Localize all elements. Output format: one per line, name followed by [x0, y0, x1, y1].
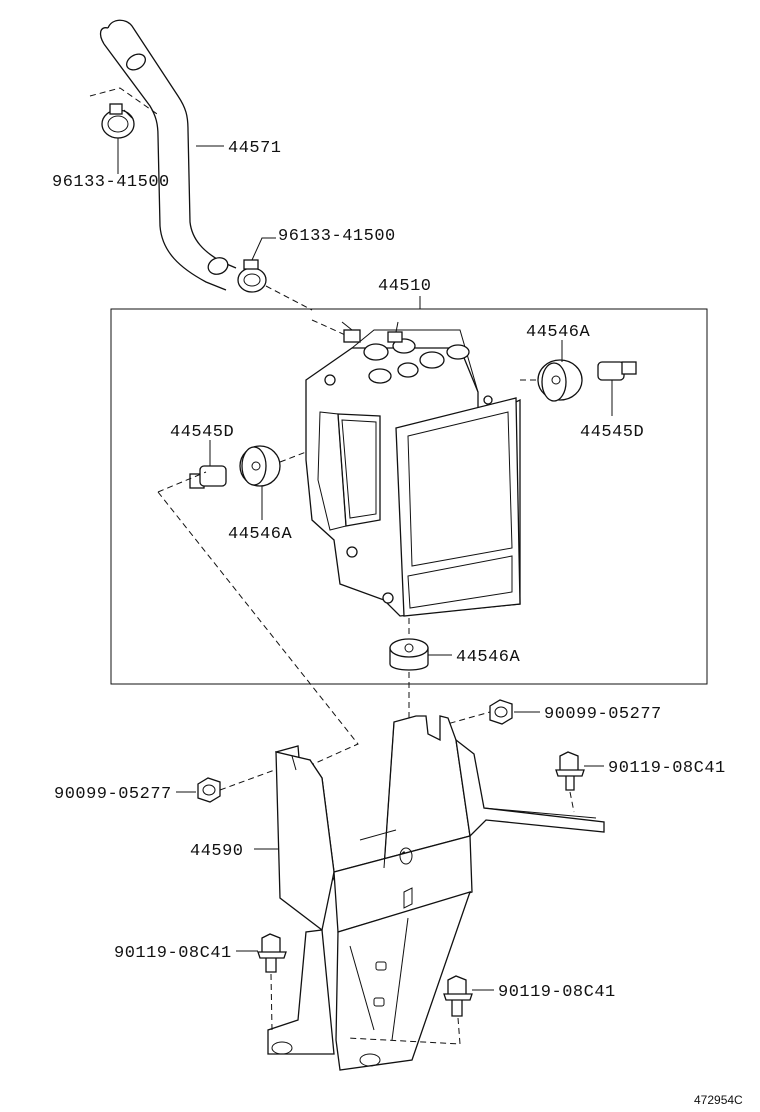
- label-collar-left: 44545D: [170, 423, 234, 442]
- label-cushion-bottom: 44546A: [456, 648, 521, 667]
- label-collar-right: 44545D: [580, 423, 644, 442]
- label-clamp-mid: 96133-41500: [278, 227, 396, 246]
- collar-right-part[interactable]: [597, 361, 637, 416]
- cushion-right-part[interactable]: [537, 340, 583, 402]
- label-clamp-top: 96133-41500: [52, 173, 170, 192]
- actuator-body[interactable]: [305, 319, 521, 617]
- clamp-mid-part[interactable]: [237, 237, 276, 293]
- label-bolt-bottom: 90119-08C41: [498, 983, 616, 1002]
- label-bracket: 44590: [190, 842, 244, 861]
- bolt-left-part[interactable]: [257, 933, 287, 973]
- clamp-top-part[interactable]: [101, 103, 135, 168]
- bracket-part[interactable]: [267, 715, 605, 1071]
- nut-left-part[interactable]: [197, 777, 221, 803]
- label-cushion-left: 44546A: [228, 525, 293, 544]
- cushion-left-part[interactable]: [239, 445, 281, 520]
- bolt-right-part[interactable]: [555, 751, 585, 791]
- figure-number: 472954C: [694, 1093, 743, 1107]
- label-actuator-assy: 44510: [378, 277, 432, 296]
- collar-left-part[interactable]: [189, 440, 227, 489]
- bolt-bottom-part[interactable]: [443, 975, 473, 1017]
- label-bolt-right: 90119-08C41: [608, 759, 726, 778]
- cushion-bottom-part[interactable]: [389, 638, 452, 671]
- label-nut-left: 90099-05277: [54, 785, 172, 804]
- hose-part[interactable]: [99, 19, 237, 291]
- label-cushion-right: 44546A: [526, 323, 591, 342]
- nut-right-part[interactable]: [489, 699, 513, 725]
- label-nut-right: 90099-05277: [544, 705, 662, 724]
- label-bolt-left: 90119-08C41: [114, 944, 232, 963]
- label-hose: 44571: [228, 139, 282, 158]
